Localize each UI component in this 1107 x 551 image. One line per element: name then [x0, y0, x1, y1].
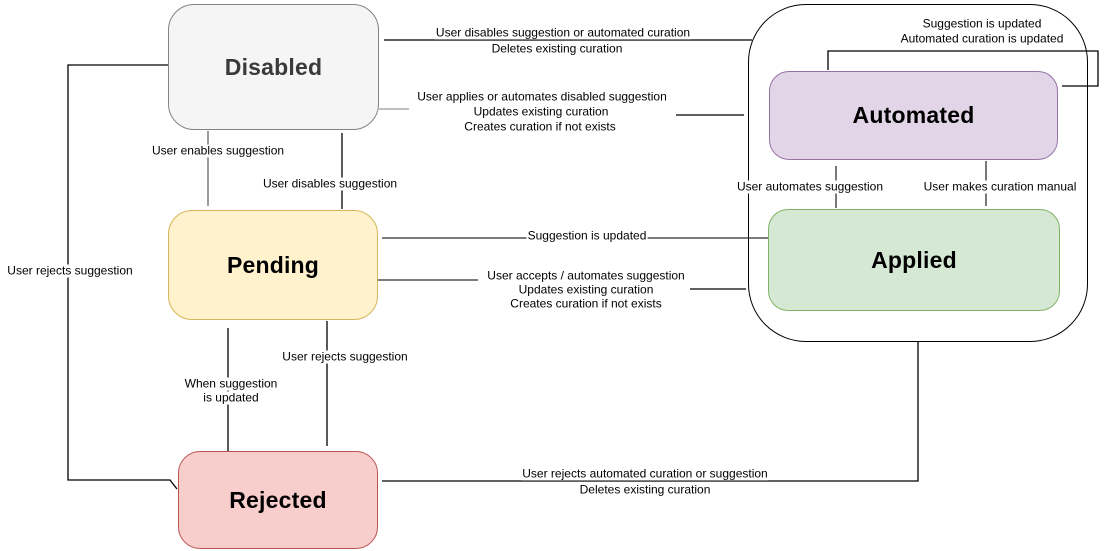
- edge-label-applied-to-pending: Suggestion is updated: [526, 228, 648, 243]
- edge-label-applied-to-automated: User automates suggestion: [735, 179, 885, 194]
- edge-label-disabled-to-group-1: User applies or automates disabled sugge…: [416, 89, 668, 104]
- edge-label-rejected-to-pending-1: When suggestion: [183, 376, 279, 391]
- state-automated-label: Automated: [852, 102, 975, 128]
- edge-label-group-to-disabled-2: Deletes existing curation: [490, 41, 624, 56]
- edge-label-disabled-to-pending: User enables suggestion: [150, 143, 286, 158]
- edge-label-pending-to-disabled: User disables suggestion: [261, 176, 399, 191]
- edge-label-pending-to-rejected: User rejects suggestion: [281, 349, 409, 364]
- edge-label-rejected-to-pending-2: is updated: [202, 390, 260, 405]
- edge-label-pending-to-group-1: User accepts / automates suggestion: [486, 268, 686, 283]
- edge-label-automated-self-1: Suggestion is updated: [921, 16, 1043, 31]
- edge-label-disabled-to-rejected: User rejects suggestion: [6, 263, 134, 278]
- edge-label-group-to-rejected-2: Deletes existing curation: [578, 482, 712, 497]
- state-pending: Pending: [168, 210, 378, 320]
- edge-label-automated-to-applied: User makes curation manual: [922, 179, 1078, 194]
- state-disabled-label: Disabled: [224, 53, 323, 80]
- edge-label-disabled-to-group-2: Updates existing curation: [472, 104, 610, 119]
- edge-group-to-rejected: [382, 342, 919, 482]
- state-applied-label: Applied: [871, 246, 957, 273]
- edge-label-pending-to-group-2: Updates existing curation: [517, 282, 655, 297]
- edge-label-group-to-rejected-1: User rejects automated curation or sugge…: [521, 466, 769, 481]
- edge-label-disabled-to-group-3: Creates curation if not exists: [463, 119, 617, 134]
- state-applied: Applied: [768, 209, 1060, 311]
- state-rejected-label: Rejected: [229, 486, 327, 513]
- edge-label-pending-to-group-3: Creates curation if not exists: [509, 296, 663, 311]
- edge-label-group-to-disabled-1: User disables suggestion or automated cu…: [434, 25, 692, 40]
- state-disabled: Disabled: [168, 4, 379, 130]
- state-pending-label: Pending: [226, 251, 320, 278]
- state-rejected: Rejected: [178, 451, 378, 549]
- state-automated: Automated: [769, 71, 1058, 160]
- edge-label-automated-self-2: Automated curation is updated: [899, 31, 1065, 46]
